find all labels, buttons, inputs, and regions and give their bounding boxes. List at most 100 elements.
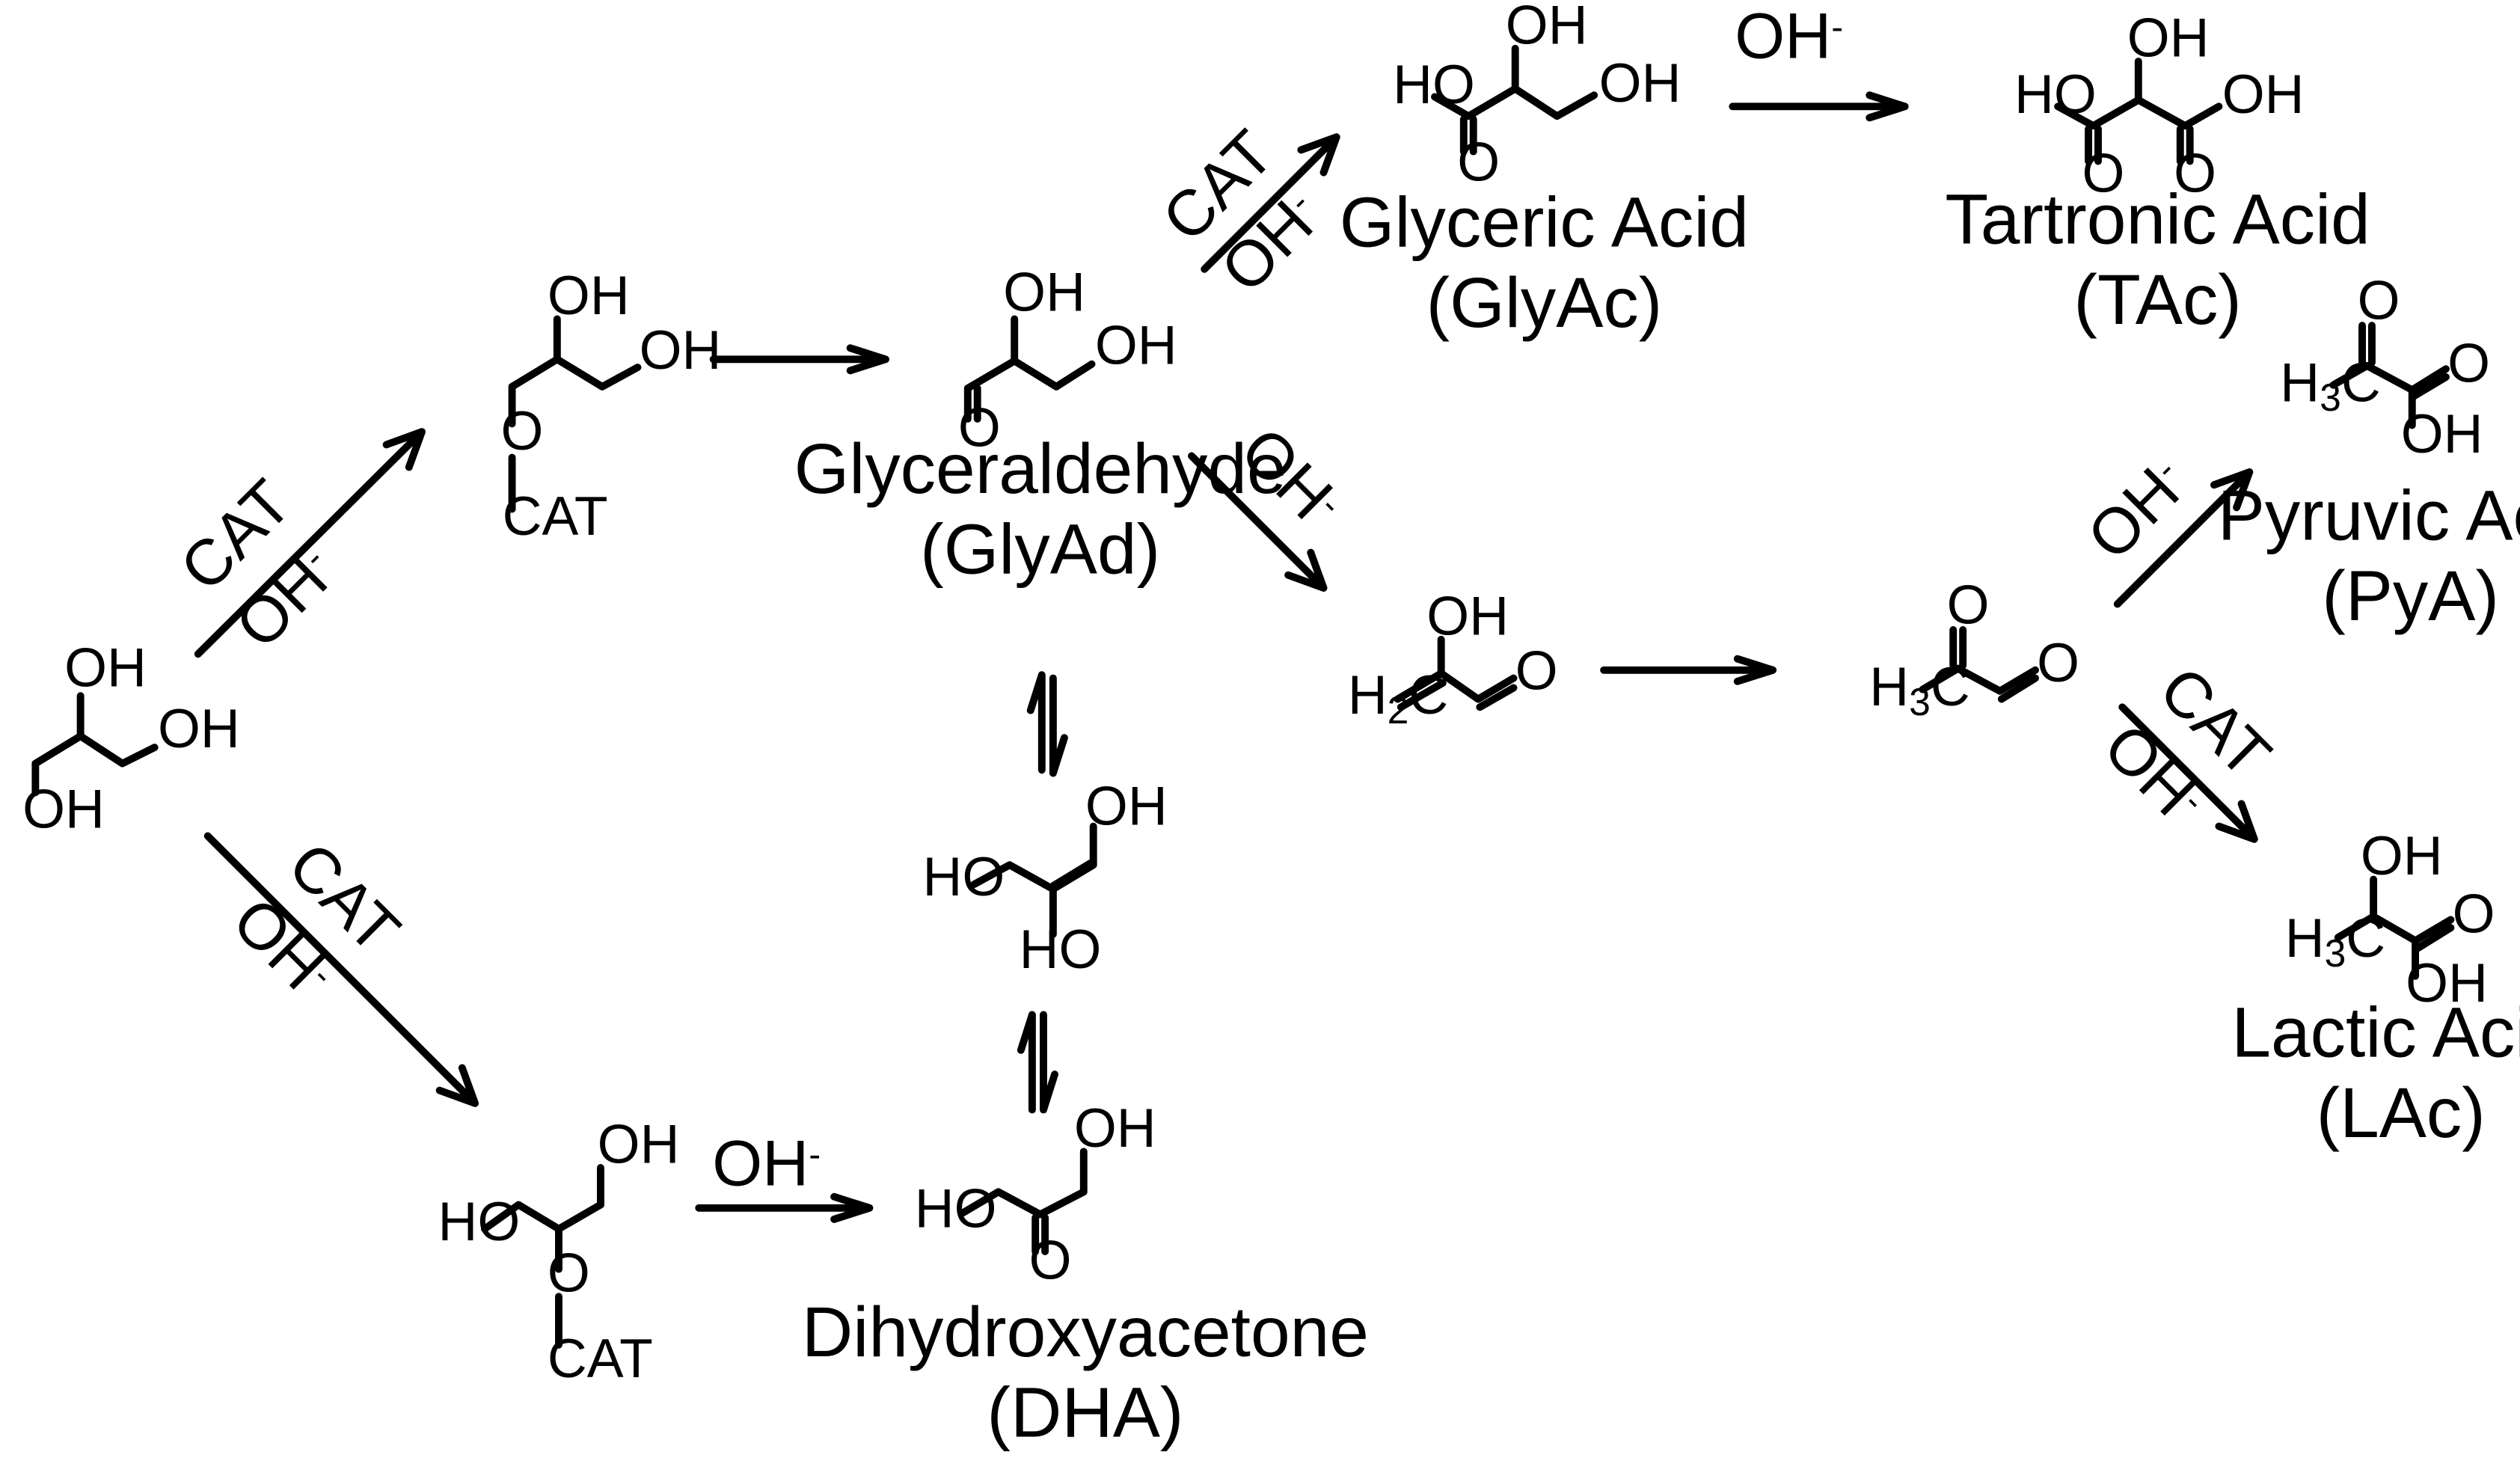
pyruvic-acid-structure: O O OH H3C <box>2280 269 2490 465</box>
arrow-to-hydroxyacrolein <box>1188 452 1328 592</box>
pyruvic-o-top: O <box>2358 269 2400 331</box>
glycerol-oh-top: OH <box>64 637 147 698</box>
pyruvaldehyde-c: C <box>1931 656 1970 717</box>
glyceraldehyde-oh-top: OH <box>1003 262 1085 323</box>
pyruvic-acid-abbr: (PyA) <box>2322 557 2499 636</box>
reagent-hydroxide-tartronic-charge: - <box>1831 7 1843 47</box>
arrow-to-pyruvaldehyde <box>1600 655 1777 685</box>
arrow-glycerol-to-lower-intermediate <box>203 832 479 1107</box>
pyruvaldehyde-structure: O O H3C <box>1869 574 2079 723</box>
hydroxyacrolein-oh: OH <box>1426 585 1509 646</box>
pyruvaldehyde-o-top: O <box>1947 574 1990 635</box>
pyruvic-c: C <box>2341 352 2381 413</box>
hydroxyacrolein-c: C <box>1408 664 1448 726</box>
hydroxyacrolein-h: H <box>1348 664 1388 726</box>
dha-o: O <box>1029 1229 1072 1290</box>
tartronic-acid-name: Tartronic Acid <box>1945 180 2370 259</box>
lactic-acid-structure: OH O OH H3C <box>2285 825 2495 1014</box>
glyceraldehyde-abbr: (GlyAd) <box>920 510 1160 589</box>
lactic-ch3: H3C <box>2285 907 2385 975</box>
upper-intermediate-o: O <box>500 400 543 462</box>
pyruvic-h: H <box>2280 352 2320 413</box>
hydroxyacrolein-ch2: H2C <box>1348 664 1448 732</box>
glyceraldehyde-oh-right: OH <box>1095 315 1177 376</box>
lactic-c: C <box>2346 907 2385 969</box>
arrow-to-glyceric-acid <box>1201 133 1340 273</box>
dihydroxyacetone-structure: OH HO O <box>915 1097 1156 1291</box>
tartronic-acid-structure: OH HO OH O O <box>2014 7 2304 204</box>
glyceric-o: O <box>1457 131 1500 192</box>
tartronic-o-right: O <box>2174 142 2216 203</box>
pyruvaldehyde-o-right: O <box>2037 632 2079 693</box>
lower-intermediate-oh-top: OH <box>598 1114 680 1175</box>
tartronic-ho-left: HO <box>2014 64 2097 125</box>
upper-intermediate-oh-top: OH <box>548 265 630 326</box>
arrow-to-glyceraldehyde <box>709 344 889 375</box>
arrow-to-tartronic-acid <box>1729 91 1909 122</box>
pyruvic-acid-name: Pyruvic Acid <box>2218 476 2520 555</box>
glyceric-acid-abbr: (GlyAc) <box>1426 263 1663 343</box>
enediol-oh-top: OH <box>1085 775 1168 836</box>
lactic-oh-top: OH <box>2361 825 2443 886</box>
arrow-to-dha <box>695 1192 874 1223</box>
lower-intermediate-o: O <box>548 1243 590 1304</box>
dha-abbr: (DHA) <box>987 1373 1183 1452</box>
lactic-o-right: O <box>2453 883 2495 945</box>
lactic-sub3: 3 <box>2325 931 2346 975</box>
tartronic-acid-abbr: (TAc) <box>2073 260 2241 340</box>
lactic-acid-abbr: (LAc) <box>2317 1073 2486 1153</box>
glyceric-oh-right: OH <box>1599 52 1681 114</box>
hydroxyacrolein-sub2: 2 <box>1388 688 1409 732</box>
lactic-oh-bottom: OH <box>2406 952 2488 1014</box>
glycerol-structure: OH OH OH <box>22 637 240 839</box>
hydroxyacrolein-o: O <box>1515 640 1558 702</box>
tartronic-oh-top: OH <box>2127 7 2210 69</box>
enediol-ho-left: HO <box>923 846 1005 907</box>
pyruvic-sub3: 3 <box>2320 376 2341 419</box>
glyceric-acid-structure: OH HO OH O <box>1393 0 1681 192</box>
reagent-hydroxide-tartronic-text: OH <box>1735 1 1831 73</box>
dha-ho-left: HO <box>915 1178 997 1240</box>
enediol-ho-bottom: HO <box>1020 919 1102 980</box>
arrow-to-pyruvic-acid <box>2113 468 2254 608</box>
pyruvic-ch3: H3C <box>2280 352 2380 419</box>
equilibrium-arrow-glyceraldehyde-enediol <box>1026 671 1068 777</box>
glycerol-oh-right: OH <box>158 698 240 759</box>
glyceraldehyde-structure: OH OH O <box>958 262 1177 459</box>
lactic-acid-name: Lactic Acid <box>2231 993 2520 1072</box>
pyruvic-oh: OH <box>2401 403 2483 465</box>
cat-bound-primary-intermediate: OH OH O CAT <box>500 265 721 547</box>
glycerol-oh-bottom: OH <box>22 779 105 840</box>
tartronic-o-left: O <box>2082 142 2124 203</box>
hydroxyacrolein-structure: OH O H2C <box>1348 585 1558 731</box>
pyruvic-o-right: O <box>2447 332 2490 393</box>
upper-intermediate-oh-right: OH <box>640 319 722 381</box>
pyruvaldehyde-h: H <box>1869 656 1909 717</box>
lactic-h: H <box>2285 907 2325 969</box>
equilibrium-arrow-enediol-dha <box>1017 1011 1058 1114</box>
glyceric-ho-left: HO <box>1393 54 1475 115</box>
enediol-structure: OH HO HO <box>923 775 1168 980</box>
lower-intermediate-ho-left: HO <box>438 1191 521 1252</box>
dha-oh-top: OH <box>1074 1097 1156 1159</box>
lower-intermediate-cat: CAT <box>548 1328 653 1389</box>
reagent-hydroxide-dha: OH- <box>712 1128 821 1200</box>
glyceric-oh-top: OH <box>1506 0 1588 55</box>
pyruvaldehyde-sub3: 3 <box>1909 680 1931 723</box>
reagent-hydroxide-pyruvic: OH- <box>2073 446 2201 573</box>
glyceraldehyde-o: O <box>958 397 1001 459</box>
pyruvaldehyde-ch3: H3C <box>1869 656 1969 723</box>
dha-name: Dihydroxyacetone <box>802 1293 1369 1372</box>
tartronic-oh-right: OH <box>2222 64 2305 125</box>
upper-intermediate-cat: CAT <box>503 486 608 547</box>
glyceraldehyde-name: Glyceraldehyde <box>794 429 1287 509</box>
reagent-hydroxide-dha-text: OH <box>712 1128 809 1200</box>
arrow-glycerol-to-upper-intermediate <box>194 428 426 658</box>
glyceric-acid-name: Glyceric Acid <box>1340 183 1749 263</box>
reagent-hydroxide-dha-charge: - <box>809 1135 821 1174</box>
cat-bound-secondary-intermediate: OH HO O CAT <box>438 1114 680 1389</box>
arrow-to-lactic-acid <box>2118 703 2258 843</box>
reagent-hydroxide-tartronic: OH- <box>1735 1 1843 73</box>
